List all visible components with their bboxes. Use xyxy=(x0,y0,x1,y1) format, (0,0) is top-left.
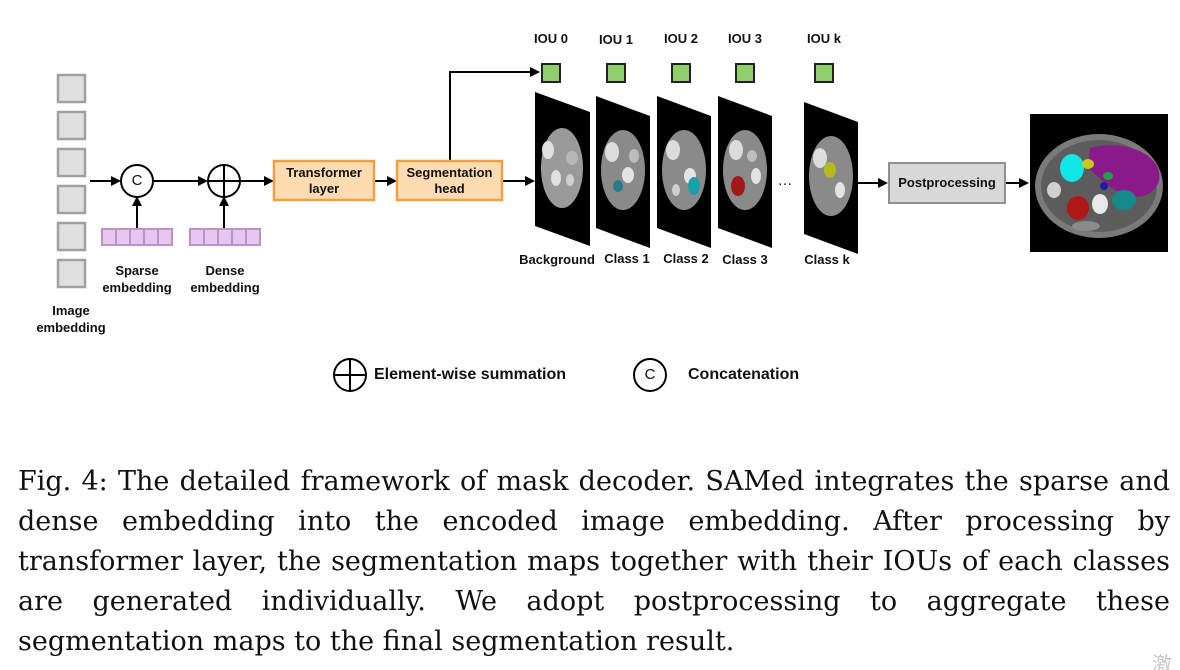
concat-symbol-label: C xyxy=(131,172,143,189)
transformer-box xyxy=(272,159,376,202)
diagram-canvas xyxy=(56,63,1168,392)
transformer-label: Transformer layer xyxy=(286,164,362,196)
postprocessing-box xyxy=(888,162,1006,204)
postprocessing-label: Postprocessing xyxy=(898,175,996,190)
iou-label-2: IOU 2 xyxy=(664,31,698,46)
sparse-embedding-label: Sparse embedding xyxy=(102,263,172,295)
dense-embedding-bar xyxy=(189,228,261,246)
legend-concat-symbol-label: C xyxy=(644,366,656,383)
legend-sum-label: Element-wise summation xyxy=(374,366,567,383)
map-label-class-1: Class 1 xyxy=(604,251,650,266)
class-1-map xyxy=(596,96,650,248)
figure-caption: Fig. 4: The detailed framework of mask d… xyxy=(18,466,1170,657)
legend-concat-label: Concatenation xyxy=(688,366,800,383)
segmentation-head-label: Segmentation head xyxy=(406,164,493,196)
iou-label-3: IOU 3 xyxy=(728,31,762,46)
image-embedding-label: Image embedding xyxy=(36,303,106,335)
map-label-background: Background xyxy=(519,252,595,267)
watermark: 激 xyxy=(1152,654,1172,670)
iou-label-k: IOU k xyxy=(807,31,841,46)
concatenation-node xyxy=(120,164,154,198)
dense-embedding-label: Dense embedding xyxy=(190,263,260,295)
map-label-class-2: Class 2 xyxy=(663,251,709,266)
iou-label-0: IOU 0 xyxy=(534,31,568,46)
summation-node xyxy=(207,164,241,198)
class-3-map xyxy=(718,96,772,248)
segmentation-head-box xyxy=(395,159,504,202)
iou-label-1: IOU 1 xyxy=(599,32,633,47)
sparse-embedding-bar xyxy=(101,228,173,246)
map-label-class-3: Class 3 xyxy=(722,252,768,267)
image-embedding-stack xyxy=(56,73,87,289)
class-k-map xyxy=(804,102,858,254)
iou-squares xyxy=(541,63,834,83)
map-label-class-k: Class k xyxy=(804,252,850,267)
class-2-map xyxy=(657,96,711,248)
maps-ellipsis: … xyxy=(777,172,793,189)
background-map xyxy=(535,92,590,246)
final-segmentation-result xyxy=(1030,114,1168,252)
arrow-seghead-to-iou xyxy=(449,67,540,161)
legend-concat-symbol xyxy=(633,358,667,392)
legend-sum-symbol xyxy=(333,358,367,392)
